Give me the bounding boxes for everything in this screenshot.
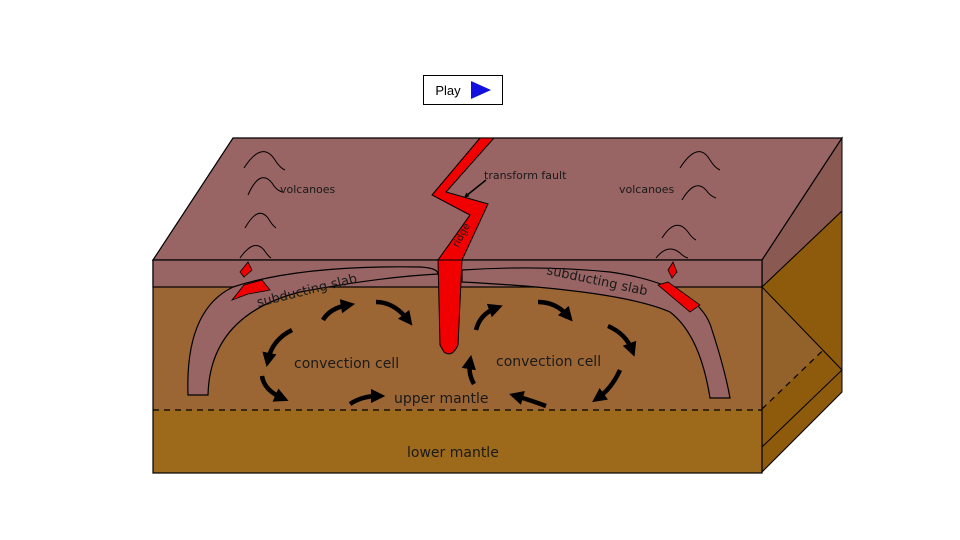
convection-arrows-left bbox=[259, 299, 413, 406]
label-upper-mantle: upper mantle bbox=[394, 391, 489, 407]
ridge-upwelling bbox=[437, 259, 463, 355]
subducting-slab-left bbox=[187, 266, 439, 396]
transform-fault-pointer bbox=[464, 179, 487, 198]
play-label: Play bbox=[435, 82, 461, 98]
label-lower-mantle: lower mantle bbox=[407, 445, 499, 461]
magma-right-upper bbox=[667, 261, 678, 279]
play-button[interactable]: Play bbox=[423, 75, 503, 105]
play-triangle-icon bbox=[470, 81, 491, 99]
label-volcanoes-left: volcanoes bbox=[280, 183, 336, 196]
plate-top-surface bbox=[151, 137, 844, 261]
label-convection-cell-right: convection cell bbox=[496, 354, 601, 370]
label-convection-cell-left: convection cell bbox=[294, 356, 399, 372]
convection-arrows-right bbox=[461, 299, 637, 409]
subducting-slab-right bbox=[461, 267, 731, 399]
volcanoes-left bbox=[239, 151, 286, 259]
magma-left-upper bbox=[239, 261, 253, 278]
label-transform-fault: transform fault bbox=[484, 169, 567, 182]
lower-mantle-layer bbox=[153, 410, 762, 473]
magma-right bbox=[657, 281, 701, 313]
magma-left bbox=[230, 279, 271, 301]
label-volcanoes-right: volcanoes bbox=[619, 183, 675, 196]
volcanoes-right bbox=[655, 151, 721, 259]
